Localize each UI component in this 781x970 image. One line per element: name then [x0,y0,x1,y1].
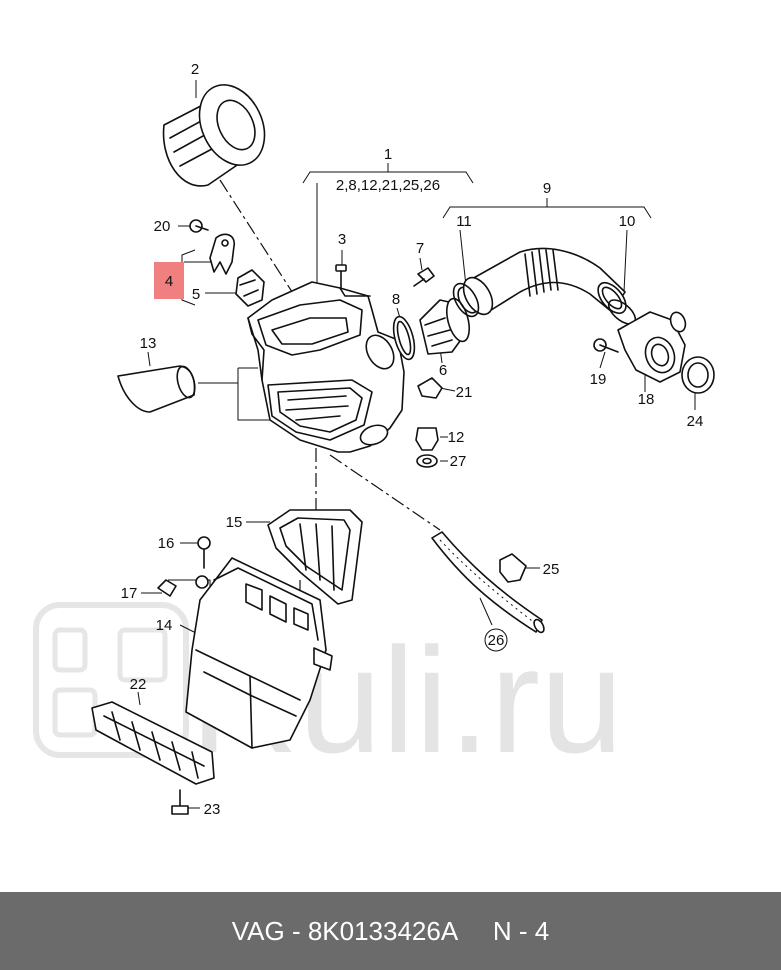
callout-21: 21 [456,384,473,401]
callout-17: 17 [121,585,138,602]
callout-13: 13 [140,335,157,352]
callout-1: 1 [384,146,392,163]
clip-assembly [189,219,265,307]
callout-3: 3 [338,231,346,248]
clip-25 [499,553,527,583]
callout-26-circle [484,628,508,652]
callout-12: 12 [448,429,465,446]
callout-27: 27 [450,453,467,470]
maf-sensor-assembly [392,267,479,361]
callout-2: 2 [191,61,199,78]
callout-16: 16 [158,535,175,552]
watermark-logo-icon [33,602,189,758]
air-box-housing [247,281,405,453]
callout-10: 10 [619,213,636,230]
intake-grille [91,701,215,815]
callout-9: 9 [543,180,551,197]
callouts: 1 2,8,12,21,25,26 2 3 4 5 6 7 8 9 10 11 … [121,61,704,818]
screw-3 [335,264,347,293]
callout-20: 20 [154,218,171,235]
callout-24: 24 [687,413,704,430]
callout-26: 26 [488,632,505,649]
callout-25: 25 [543,561,560,578]
callout-6: 6 [439,362,447,379]
callout-7: 7 [416,240,424,257]
footer-bar: VAG - 8K0133426A N - 4 [0,892,781,970]
small-parts [415,377,443,468]
callout-4-highlight [154,262,184,299]
intake-connector [593,311,715,394]
callout-23: 23 [204,801,221,818]
callout-1-sub: 2,8,12,21,25,26 [336,177,440,194]
callout-19: 19 [590,371,607,388]
callout-15: 15 [226,514,243,531]
intake-hose [452,247,637,325]
intake-duct [117,365,196,413]
callout-8: 8 [392,291,400,308]
callout-5: 5 [192,286,200,303]
callout-14: 14 [156,617,173,634]
air-filter-element [162,84,266,187]
drain-hose [431,531,545,634]
lower-air-box [157,536,333,749]
callout-11: 11 [456,213,472,230]
callout-22: 22 [130,676,147,693]
callout-4: 4 [165,273,173,290]
part-number-label: VAG - 8K0133426A N - 4 [231,916,550,946]
filter-frame [267,509,363,605]
callout-18: 18 [638,391,655,408]
parts-diagram: Ruli.ru [33,61,715,818]
